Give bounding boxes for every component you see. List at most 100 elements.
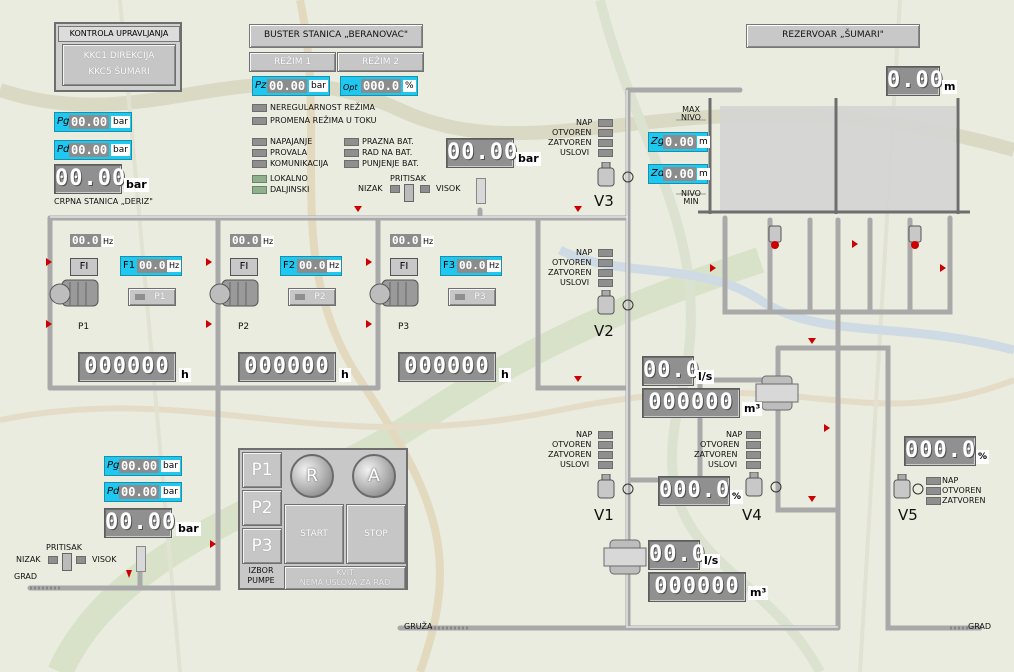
flow1-display: 00.0 [642, 356, 699, 386]
select-p3-button[interactable]: P3 [242, 528, 282, 564]
p3-button-indicator [455, 294, 465, 300]
p2-button-label: P2 [314, 292, 326, 302]
status-intrusion-indicator [252, 149, 267, 157]
alarm-change-label: PROMENA REŽIMA U TOKU [270, 116, 377, 125]
flow1-total-display: 000000 [642, 388, 740, 418]
opt-unit: % [403, 80, 416, 92]
p2-f-label: F2 [283, 260, 296, 271]
status-comm-label: KOMUNIKACIJA [270, 159, 329, 168]
v2-state-closed: ZATVOREN [548, 268, 592, 277]
p3-fi-label: FI [390, 258, 418, 276]
v5-open-indicator [926, 487, 941, 495]
v2-cond-indicator [598, 279, 613, 287]
pump-control-panel: P1 P2 P3 IZBOR PUMPE R A START STOP KVIT… [238, 448, 408, 590]
suction-pg-label: Pg [107, 460, 120, 471]
stop-button[interactable]: STOP [346, 504, 406, 564]
v3-state-cond: USLOVI [560, 148, 590, 157]
reset-button[interactable]: R [290, 454, 334, 498]
v3-open-indicator [598, 129, 613, 137]
zd-unit: m [697, 168, 710, 180]
v3-label: V3 [594, 192, 614, 210]
v5-label: V5 [898, 506, 918, 524]
p2-pump-icon[interactable] [208, 276, 264, 310]
auto-button[interactable]: A [352, 454, 396, 498]
p1-button[interactable]: P1 [128, 288, 176, 306]
zg-label: Zg [651, 136, 665, 147]
v3-valve-icon[interactable] [594, 162, 634, 192]
booster-switch-low: NIZAK [358, 184, 383, 193]
control-panel: KONTROLA UPRAVLJANJA KKC1 DIREKCIJA KKC5… [54, 22, 182, 92]
v3-cond-indicator [598, 149, 613, 157]
v2-state-open: OTVOREN [552, 258, 592, 267]
v4-valve-icon[interactable] [742, 472, 782, 502]
battery-run-indicator [344, 149, 359, 157]
suction-pressure-display: 00.00 [104, 508, 175, 538]
p3-button-label: P3 [474, 292, 486, 302]
suction-pg-unit: bar [161, 460, 180, 472]
v5-closed-indicator [926, 497, 941, 505]
zd-box: Zd 0.00 m [648, 164, 710, 184]
p2-button-indicator [295, 294, 305, 300]
p2-fi-label: FI [230, 258, 258, 276]
v1-valve-icon[interactable] [594, 474, 634, 504]
suction-switch-high: VISOK [92, 555, 117, 564]
grad-left-label: GRAD [14, 572, 38, 581]
v2-valve-icon[interactable] [594, 290, 634, 320]
reservoir-valve-left-icon[interactable] [766, 224, 786, 250]
zg-unit: m [697, 136, 710, 148]
v5-state-open: OTVOREN [942, 486, 982, 495]
alarm-irregular-label: NEREGULARNOST REŽIMA [270, 103, 375, 112]
min-level-label: NIVO MIN [681, 189, 701, 206]
p3-name: P3 [398, 322, 410, 332]
p3-f-box: F3 00.0 Hz [440, 256, 502, 276]
v4-cond-indicator [746, 461, 761, 469]
v4-state-closed: ZATVOREN [694, 450, 738, 459]
kvit-button[interactable]: KVIT NEMA USLOVA ZA RAD [284, 566, 406, 590]
v1-open-indicator [598, 441, 613, 449]
suction-pressure-switch-icon [62, 553, 72, 571]
kkc-button[interactable]: KKC1 DIREKCIJA KKC5 ŠUMARI [62, 44, 176, 86]
v5-state-closed: ZATVOREN [942, 496, 986, 505]
v3-closed-indicator [598, 139, 613, 147]
grad-right-label: GRAD [968, 622, 992, 631]
v5-percent-unit: % [976, 450, 990, 464]
remote-label: DALJINSKI [270, 185, 310, 194]
v4-open-indicator [746, 441, 761, 449]
flow1-unit: l/s [696, 370, 715, 384]
p1-button-label: P1 [154, 292, 166, 302]
p1-pump-icon[interactable] [48, 276, 104, 310]
mode1-button[interactable]: REŽIM 1 [249, 52, 336, 72]
booster-switch-high-indicator [420, 185, 430, 193]
status-comm-indicator [252, 160, 267, 168]
p2-f-value: 00.0 [297, 259, 328, 273]
p2-button[interactable]: P2 [288, 288, 336, 306]
v4-state-open: OTVOREN [700, 440, 740, 449]
reservoir-level-display: 0.00 [886, 66, 943, 96]
reservoir-valve-right-icon[interactable] [906, 224, 926, 250]
booster-switch-low-indicator [390, 185, 400, 193]
v5-valve-icon[interactable] [890, 474, 930, 504]
booster-title: BUSTER STANICA „BERANOVAC" [249, 24, 423, 48]
p3-pump-icon[interactable] [368, 276, 424, 310]
kkc5-label: KKC5 ŠUMARI [88, 67, 150, 77]
v5-nap-indicator [926, 477, 941, 485]
v4-state-cond: USLOVI [708, 460, 738, 469]
suction-pressure-unit: bar [176, 522, 201, 536]
v4-percent-display: 000.0 [658, 476, 730, 506]
suction-pd-unit: bar [161, 486, 180, 498]
v2-state-cond: USLOVI [560, 278, 590, 287]
p2-f-box: F2 00.0 Hz [280, 256, 342, 276]
suction-sensor-icon [136, 546, 146, 572]
v4-state-nap: NAP [726, 430, 743, 439]
p3-button[interactable]: P3 [448, 288, 496, 306]
v3-state-closed: ZATVOREN [548, 138, 592, 147]
select-p2-button[interactable]: P2 [242, 490, 282, 526]
v1-nap-indicator [598, 431, 613, 439]
select-p1-button[interactable]: P1 [242, 452, 282, 488]
mode2-button[interactable]: REŽIM 2 [337, 52, 424, 72]
start-button[interactable]: START [284, 504, 344, 564]
v4-label: V4 [742, 506, 762, 524]
v5-state-nap: NAP [942, 476, 959, 485]
